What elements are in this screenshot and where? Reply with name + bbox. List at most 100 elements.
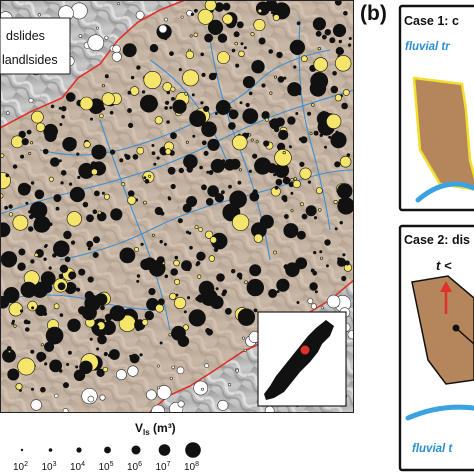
disconnected-landslide-marker (64, 256, 71, 263)
connected-landslide-marker (232, 213, 250, 231)
disconnected-landslide-marker (207, 138, 220, 151)
disconnected-landslide-marker (66, 362, 70, 366)
disconnected-landslide-marker (28, 210, 32, 214)
disconnected-landslide-marker (44, 129, 57, 142)
connected-landslide-marker (102, 366, 108, 373)
connected-landslide-marker (333, 200, 338, 205)
disconnected-landslide-marker (288, 145, 292, 149)
disconnected-landslide-marker (242, 108, 259, 124)
connected-landslide-marker (264, 117, 269, 122)
disconnected-landslide-marker (246, 278, 265, 297)
disconnected-landslide-marker (164, 274, 169, 279)
disconnected-landslide-marker (143, 176, 147, 180)
river-line (0, 89, 354, 215)
outside-landslide-marker (156, 385, 172, 400)
disconnected-landslide-marker (290, 191, 294, 195)
disconnected-landslide-marker (231, 48, 236, 53)
disconnected-landslide-marker (313, 216, 318, 220)
disconnected-landslide-marker (207, 185, 219, 197)
disconnected-landslide-marker (285, 262, 300, 278)
disconnected-landslide-marker (164, 37, 168, 41)
disconnected-landslide-marker (324, 29, 331, 36)
disconnected-landslide-marker (86, 311, 90, 315)
outside-landslide-marker (156, 364, 160, 368)
disconnected-landslide-marker (30, 181, 35, 185)
connected-landslide-marker (300, 55, 308, 63)
disconnected-landslide-marker (67, 350, 72, 355)
connected-landslide-marker (269, 91, 273, 95)
disconnected-landslide-marker (52, 240, 70, 258)
disconnected-landslide-marker (170, 268, 178, 276)
disconnected-landslide-marker (53, 194, 62, 203)
disconnected-landslide-marker (46, 275, 50, 279)
disconnected-landslide-marker (144, 310, 155, 321)
disconnected-landslide-marker (174, 255, 179, 260)
outside-landslide-marker (171, 365, 175, 370)
disconnected-landslide-marker (125, 154, 131, 160)
disconnected-landslide-marker (128, 122, 134, 128)
disconnected-landslide-marker (213, 72, 218, 77)
connected-landslide-marker (127, 195, 137, 205)
disconnected-landslide-marker (109, 349, 120, 360)
connected-landslide-marker (79, 96, 94, 111)
connected-landslide-marker (12, 214, 29, 231)
disconnected-landslide-marker (204, 33, 213, 43)
disconnected-landslide-marker (198, 280, 215, 297)
disconnected-landslide-marker (338, 39, 342, 44)
outside-landslide-marker (310, 303, 317, 310)
outside-landslide-marker (87, 395, 95, 403)
disconnected-landslide-marker (249, 264, 262, 277)
connected-landslide-marker (35, 122, 46, 132)
connected-landslide-marker (48, 176, 54, 182)
connected-landslide-marker (255, 140, 259, 144)
connected-landslide-marker (136, 146, 145, 155)
disconnected-landslide-marker (93, 236, 101, 244)
disconnected-landslide-marker (341, 275, 347, 282)
disconnected-landslide-marker (323, 145, 327, 149)
disconnected-landslide-marker (332, 71, 337, 76)
disconnected-landslide-marker (127, 90, 132, 95)
disconnected-landslide-marker (328, 135, 332, 139)
disconnected-landslide-marker (147, 107, 151, 111)
outside-landslide-marker (99, 394, 106, 401)
disconnected-landslide-marker (210, 295, 224, 310)
disconnected-landslide-marker (49, 359, 62, 373)
disconnected-landslide-marker (181, 260, 192, 271)
disconnected-landslide-marker (239, 101, 243, 105)
connected-landslide-marker (134, 246, 139, 252)
connected-landslide-marker (234, 41, 238, 46)
disconnected-landslide-marker (62, 382, 69, 389)
disconnected-landslide-marker (8, 204, 13, 209)
disconnected-landslide-marker (26, 320, 31, 325)
disconnected-landslide-marker (0, 251, 18, 268)
disconnected-landslide-marker (274, 185, 279, 190)
connected-landslide-marker (184, 92, 188, 96)
connected-landslide-marker (101, 92, 115, 106)
disconnected-landslide-marker (183, 310, 187, 314)
case1-landslide-body (412, 76, 474, 191)
disconnected-landslide-marker (59, 123, 63, 127)
disconnected-landslide-marker (91, 144, 107, 160)
disconnected-landslide-marker (339, 221, 343, 225)
outside-landslide-marker (87, 34, 105, 52)
size-legend-tick: 108 (184, 461, 199, 473)
disconnected-landslide-marker (159, 240, 163, 244)
connected-landslide-marker (97, 210, 102, 215)
disconnected-landslide-marker (2, 348, 16, 363)
outside-landslide-marker (127, 365, 139, 377)
disconnected-landslide-marker (205, 198, 214, 206)
disconnected-landslide-marker (87, 276, 94, 283)
disconnected-landslide-marker (84, 291, 94, 301)
disconnected-landslide-marker (61, 115, 65, 119)
disconnected-landslide-marker (97, 334, 107, 345)
disconnected-landslide-marker (122, 43, 137, 58)
disconnected-landslide-marker (170, 132, 177, 140)
disconnected-landslide-marker (313, 251, 317, 255)
connected-landslide-marker (30, 141, 34, 145)
connected-landslide-marker (193, 32, 199, 37)
disconnected-landslide-marker (59, 313, 64, 317)
disconnected-landslide-marker (101, 191, 105, 195)
disconnected-landslide-marker (28, 226, 34, 232)
connected-landslide-marker (189, 34, 193, 38)
outside-landslide-marker (217, 399, 229, 411)
